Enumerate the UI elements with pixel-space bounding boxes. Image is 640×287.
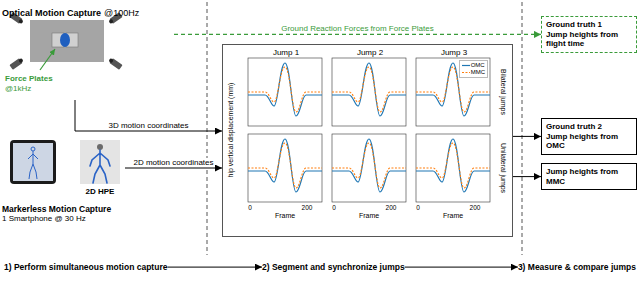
legend-swatch [462,63,470,68]
tick-label: 0 [332,204,336,211]
phone-body [10,140,56,184]
step-text: 3) Measure & compare jumps [518,262,636,272]
box-heading: Ground truth 2 [546,122,632,132]
rate-label: @1kHz [5,84,31,93]
step-text: 2) Segment and synchronize jumps [262,262,405,272]
row-title: Bilateral jumps [499,69,507,115]
section-separator [522,2,523,255]
camera-lens [108,19,114,25]
capture-panel: Markerless Motion Capture1 Smartphone @ … [2,136,125,224]
plot-title: Jump 1 [273,48,299,58]
step-label: 2) Segment and synchronize jumps [262,262,405,272]
connector [125,168,222,169]
axis-title: Frame [443,212,463,220]
plot-cell [248,58,322,126]
legend-entry: MMC [462,69,485,76]
camera-lens [18,19,24,25]
panel-title: Markerless Motion Capture [2,204,111,214]
section-separator [207,2,208,255]
phone-screen [13,143,53,181]
tick-label: 0 [416,204,420,211]
plot-title: Jump 3 [441,48,467,58]
step-text: 1) Perform simultaneous motion capture [4,262,167,272]
box-body: Jump heights from flight time [546,30,632,49]
row-title: Unilateral jumps [499,143,507,193]
connector [405,267,518,268]
legend-entry: OMC [462,62,485,69]
pose-estimate [80,140,120,184]
tick-label: 200 [470,204,481,211]
camera [108,57,123,70]
skeleton [90,150,110,183]
result-box: Ground truth 1Jump heights from flight t… [541,16,637,53]
legend-text: MMC [471,69,485,76]
connector [167,267,262,268]
camera [9,57,24,70]
person-head [97,144,103,150]
smartphone [10,140,56,184]
plot-legend: OMCMMC [459,60,488,78]
leader-line [40,49,55,70]
camera-lens [18,58,24,64]
axis-title: Frame [275,212,295,220]
connector [75,100,222,131]
box-body: Jump heights from OMC [546,132,632,151]
connector [513,176,541,177]
axis-title: hip vertical displacement (mm) [227,83,235,178]
plot-cell [332,134,406,202]
step-label: 3) Measure & compare jumps [518,262,636,272]
legend-text: OMC [471,62,485,69]
plot-cell [416,134,490,202]
connector-label: 3D motion coordinates [107,121,189,130]
plot-title: Jump 2 [357,48,383,58]
connector [513,136,541,137]
skeleton [28,151,38,179]
result-box: Ground truth 2Jump heights from OMC [541,118,637,155]
connector [174,34,541,35]
box-body: Jump heights from MMC [546,167,632,186]
step-label: 1) Perform simultaneous motion capture [4,262,167,272]
lab-floor [30,20,104,62]
axis-title: Frame [359,212,379,220]
tick-label: 0 [248,204,252,211]
subject [60,33,70,47]
panel-rate: @100Hz [104,8,139,18]
tick-label: 200 [386,204,397,211]
skeleton-head [31,147,35,151]
plot-cell [332,58,406,126]
photo-ground [80,140,120,184]
step-note: 2D HPE [86,187,115,196]
legend-line [462,72,470,73]
box-heading: Ground truth 1 [546,20,632,30]
panel-rate: 1 Smartphone @ 30 Hz [2,214,86,224]
connector-label: 2D motion coordinates [132,158,214,167]
camera-lens [108,58,114,64]
legend-swatch [462,70,470,75]
tick-label: 200 [302,204,313,211]
plot-cell [416,58,490,126]
legend-line [462,65,470,66]
panel-title: Optical Motion Capture [2,8,101,18]
part-label: Force Plates [5,74,53,83]
mocap-lab [9,12,122,70]
result-box: Jump heights from MMC [541,163,637,190]
plot-cell [248,134,322,202]
connector-label: Ground Reaction Forces from Force Plates [280,24,435,33]
